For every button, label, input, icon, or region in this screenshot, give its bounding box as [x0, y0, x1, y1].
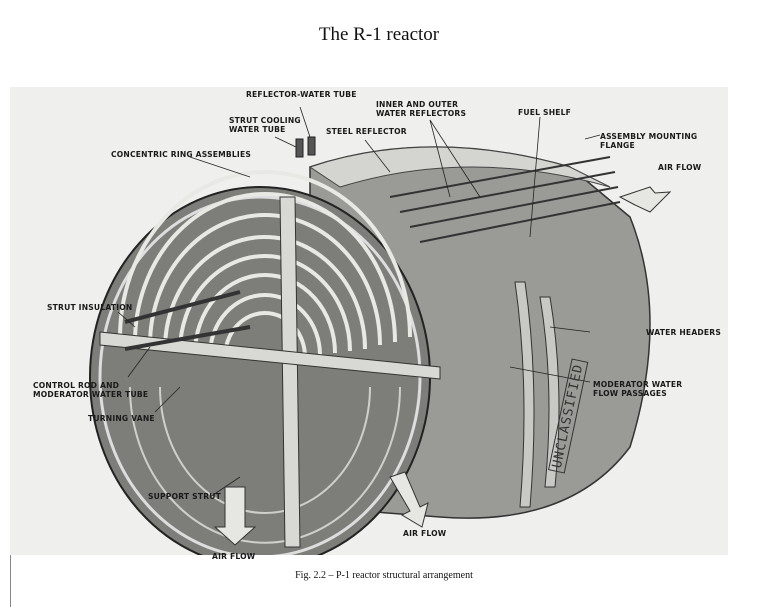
shell-top	[308, 146, 611, 188]
page-title: The R-1 reactor	[318, 24, 440, 45]
label-steel-reflector: STEEL REFLECTOR	[326, 127, 407, 136]
reactor-cutaway-drawing	[89, 106, 672, 555]
label-air-flow-top: AIR FLOW	[658, 163, 702, 172]
label-air-flow-bottom-left: AIR FLOW	[212, 552, 256, 561]
label-fuel-shelf: FUEL SHELF	[518, 108, 572, 117]
reflector-water-tubes	[295, 136, 316, 158]
label-turning-vane: TURNING VANE	[88, 414, 155, 423]
label-strut-insulation: STRUT INSULATION	[47, 303, 133, 312]
label-inner-outer-reflectors: INNER AND OUTER WATER REFLECTORS	[376, 100, 467, 118]
lower-rings	[129, 386, 401, 544]
plate-edge	[10, 555, 11, 607]
label-assembly-mounting-flange: ASSEMBLY MOUNTING FLANGE	[600, 132, 698, 150]
water-headers	[514, 281, 560, 508]
vertical-strut	[279, 196, 301, 548]
label-concentric-ring-assemblies: CONCENTRIC RING ASSEMBLIES	[111, 150, 251, 159]
label-water-headers: WATER HEADERS	[646, 328, 722, 337]
label-air-flow-bottom-center: AIR FLOW	[403, 529, 447, 538]
horizontal-strut	[99, 331, 441, 380]
figure-caption: Fig. 2.2 – P-1 reactor structural arrang…	[295, 570, 473, 581]
concentric-rings	[118, 170, 412, 358]
label-moderator-flow-passages: MODERATOR WATER FLOW PASSAGES	[593, 380, 683, 398]
leader-lines	[117, 106, 601, 498]
label-strut-cooling-tube: STRUT COOLING WATER TUBE	[229, 116, 301, 134]
fuel-shelf	[389, 156, 621, 243]
label-control-rod-tube: CONTROL ROD AND MODERATOR WATER TUBE	[33, 381, 149, 399]
label-support-strut: SUPPORT STRUT	[148, 492, 221, 501]
air-flow-arrows	[213, 186, 672, 546]
label-reflector-water-tube: REFLECTOR-WATER TUBE	[246, 90, 357, 99]
strut-insulation	[124, 290, 251, 351]
